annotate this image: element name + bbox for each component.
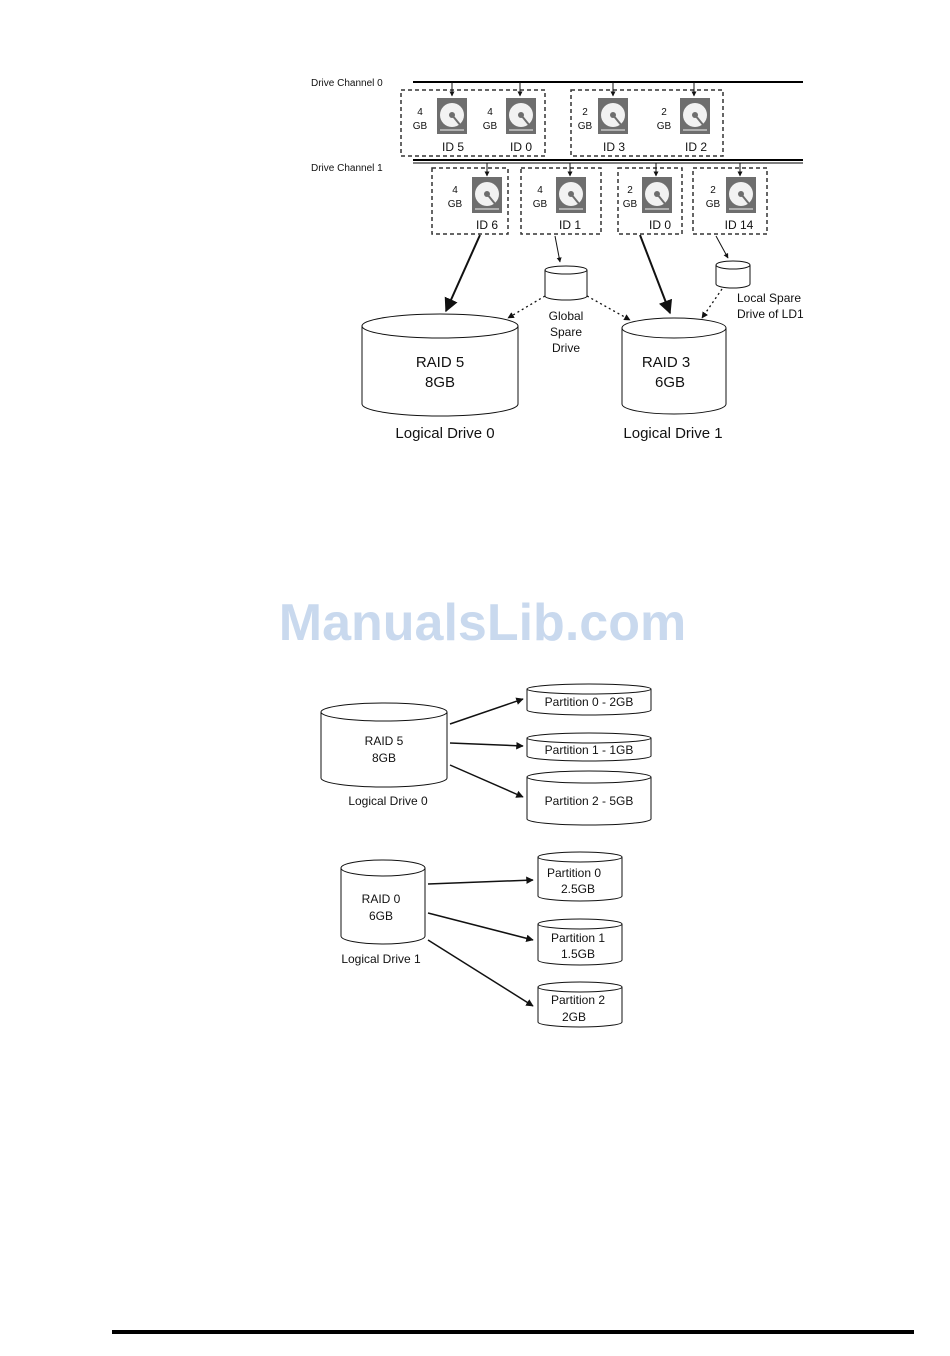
svg-text:2: 2 (627, 185, 633, 196)
d2-ld1-raid: RAID 0 (362, 892, 401, 906)
ld0-size-label: 8GB (425, 374, 455, 391)
ld0-partition-0: Partition 0 - 2GB (526, 683, 652, 716)
ld1-partition-arrows (427, 876, 534, 1007)
ld0-name-label: Logical Drive 0 (395, 425, 494, 442)
svg-text:GB: GB (706, 199, 721, 210)
hard-drive-icon (641, 176, 673, 214)
drive-group-ch1-d (692, 167, 768, 235)
drive-ch1-id0: 2 GB ID 0 (623, 176, 673, 232)
local-spare-label-2: Drive of LD1 (737, 307, 804, 321)
hard-drive-icon (597, 97, 629, 135)
hard-drive-icon (436, 97, 468, 135)
hard-drive-icon (555, 176, 587, 214)
ld1-raid-label: RAID 3 (642, 354, 690, 371)
drive-ch1-id1: 4 GB ID 1 (533, 176, 587, 232)
hard-drive-icon (679, 97, 711, 135)
svg-text:GB: GB (657, 121, 672, 132)
spare-arrows (507, 288, 723, 321)
svg-text:GB: GB (413, 121, 428, 132)
d2-ld1-size: 6GB (369, 909, 393, 923)
svg-text:GB: GB (533, 199, 548, 210)
ld1-name-label: Logical Drive 1 (623, 425, 722, 442)
diagram-partitions: RAID 5 8GB Logical Drive 0 Partition 0 -… (320, 683, 652, 1028)
member-arrows (444, 234, 673, 315)
svg-text:1.5GB: 1.5GB (561, 947, 595, 961)
ld1-partition-2: Partition 2 2GB (537, 981, 623, 1028)
global-spare-label-3: Drive (552, 341, 580, 355)
svg-text:4: 4 (537, 185, 543, 196)
d2-ld1-name: Logical Drive 1 (341, 952, 421, 966)
drive-ch0-id0: 4 GB ID 0 (483, 97, 537, 154)
ld0-partition-1: Partition 1 - 1GB (526, 732, 652, 762)
svg-text:GB: GB (448, 199, 463, 210)
local-spare-drive (715, 260, 751, 289)
svg-text:4: 4 (417, 107, 423, 118)
svg-text:Partition 2 - 5GB: Partition 2 - 5GB (545, 794, 634, 808)
svg-text:2.5GB: 2.5GB (561, 882, 595, 896)
drive-group-ch1-b (520, 167, 602, 235)
svg-text:2: 2 (661, 107, 667, 118)
ld0-partition-arrows (449, 697, 524, 798)
diagram-drive-channels: Drive Channel 0 Drive Channel 1 4 GB (311, 78, 804, 442)
drive-ch1-id14: 2 GB ID 14 (706, 176, 757, 232)
logical-drive-1-cylinder (621, 317, 727, 415)
svg-text:ID 3: ID 3 (603, 140, 625, 154)
ld1-size-label: 6GB (655, 374, 685, 391)
svg-text:GB: GB (483, 121, 498, 132)
footer-rule (112, 1330, 914, 1334)
ld1-partition-0: Partition 0 2.5GB (537, 851, 623, 902)
svg-text:2GB: 2GB (562, 1010, 586, 1024)
svg-text:4: 4 (452, 185, 458, 196)
watermark: ManualsLib.com (278, 594, 687, 652)
ld0-cylinder-small (320, 702, 448, 788)
drive-ch0-id3: 2 GB ID 3 (578, 97, 629, 154)
channel0-label: Drive Channel 0 (311, 78, 383, 89)
ld1-partition-1: Partition 1 1.5GB (537, 918, 623, 966)
hard-drive-icon (725, 176, 757, 214)
drive-group-ch0-a (400, 89, 546, 157)
svg-text:Partition 1: Partition 1 (551, 931, 605, 945)
svg-text:2: 2 (710, 185, 716, 196)
drive-group-ch1-c (617, 167, 683, 235)
global-spare-drive (544, 265, 588, 301)
global-spare-label-2: Spare (550, 325, 582, 339)
svg-text:Partition 0: Partition 0 (547, 866, 601, 880)
ld0-partition-2: Partition 2 - 5GB (526, 770, 652, 826)
svg-text:ID 0: ID 0 (510, 140, 532, 154)
drive-group-ch1-a (431, 167, 509, 235)
svg-text:GB: GB (578, 121, 593, 132)
d2-ld0-name: Logical Drive 0 (348, 794, 428, 808)
svg-text:Partition 1 - 1GB: Partition 1 - 1GB (545, 743, 634, 757)
drive-ch1-id6: 4 GB ID 6 (448, 176, 503, 232)
svg-text:GB: GB (623, 199, 638, 210)
channel1-label: Drive Channel 1 (311, 163, 383, 174)
svg-text:ID 5: ID 5 (442, 140, 464, 154)
d2-ld0-raid: RAID 5 (365, 734, 404, 748)
logical-drive-0-cylinder (361, 313, 519, 417)
drive-group-ch0-b (570, 89, 724, 157)
svg-text:Partition 2: Partition 2 (551, 993, 605, 1007)
hard-drive-icon (505, 97, 537, 135)
ld1-cylinder-small (340, 859, 426, 945)
hard-drive-icon (471, 176, 503, 214)
d2-ld0-size: 8GB (372, 751, 396, 765)
svg-text:ID 0: ID 0 (649, 218, 671, 232)
svg-text:ID 2: ID 2 (685, 140, 707, 154)
local-spare-label-1: Local Spare (737, 291, 801, 305)
svg-text:ID 14: ID 14 (725, 218, 754, 232)
svg-text:2: 2 (582, 107, 588, 118)
drive-ch0-id2: 2 GB ID 2 (657, 97, 711, 154)
global-spare-label-1: Global (549, 309, 584, 323)
ld0-raid-label: RAID 5 (416, 354, 464, 371)
svg-text:ID 6: ID 6 (476, 218, 498, 232)
svg-text:ID 1: ID 1 (559, 218, 581, 232)
svg-text:4: 4 (487, 107, 493, 118)
svg-text:Partition 0 - 2GB: Partition 0 - 2GB (545, 695, 634, 709)
drive-ch0-id5: 4 GB ID 5 (413, 97, 468, 154)
